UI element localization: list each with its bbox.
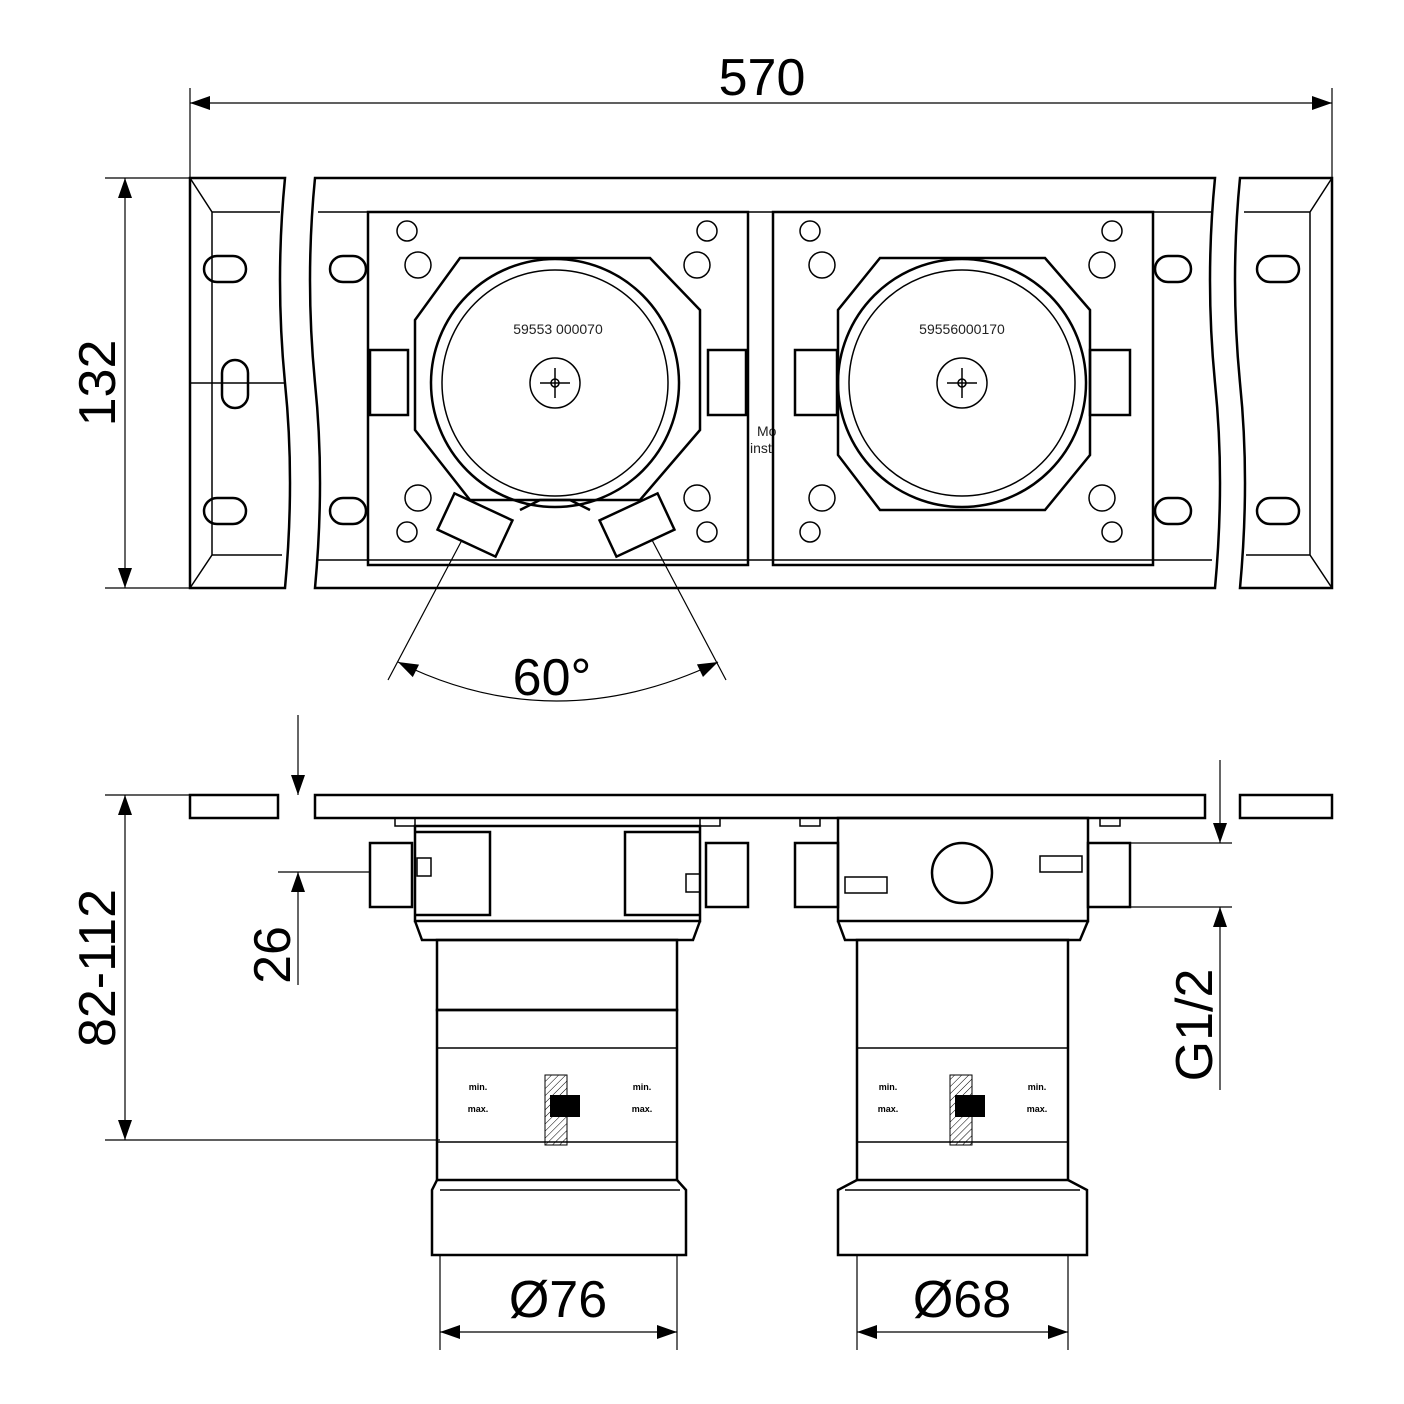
dimension-570-label: 570: [719, 49, 806, 107]
left-valve-unit-top: 59553 000070: [366, 210, 750, 567]
screw-icon: [936, 357, 988, 409]
min-label: min.: [469, 1082, 488, 1092]
mounting-rail-top: [188, 176, 1334, 590]
dimension-82-112: 82-112: [69, 794, 440, 1141]
dimension-g1-2-label: G1/2: [1166, 969, 1224, 1082]
dimension-diameter-76: Ø76: [439, 1255, 678, 1350]
screw-icon: [529, 357, 581, 409]
plate-side: [188, 793, 1334, 820]
note-line1: Mo: [757, 423, 777, 439]
max-label: max.: [1027, 1104, 1048, 1114]
dimension-26-label: 26: [244, 926, 302, 984]
dimension-26: 26: [244, 715, 370, 985]
max-label: max.: [468, 1104, 489, 1114]
min-label: min.: [879, 1082, 898, 1092]
max-label: max.: [632, 1104, 653, 1114]
dimension-76-label: Ø76: [509, 1271, 607, 1329]
dimension-132-label: 132: [69, 340, 127, 427]
dimension-132: 132: [69, 177, 190, 589]
right-part-number: 59556000170: [919, 321, 1005, 337]
dimension-g1-2: G1/2: [1130, 760, 1232, 1090]
right-valve-unit-side: min. max. min. max.: [793, 816, 1132, 1257]
dimension-diameter-68: Ø68: [856, 1255, 1069, 1350]
note-line2: inst: [750, 440, 772, 456]
left-valve-unit-side: min. max. min. max.: [368, 817, 750, 1257]
left-part-number: 59553 000070: [513, 321, 603, 337]
dimension-570: 570: [189, 49, 1333, 178]
dimension-68-label: Ø68: [913, 1271, 1011, 1329]
dimension-60-degree: 60°: [387, 539, 727, 707]
max-label: max.: [878, 1104, 899, 1114]
min-label: min.: [1028, 1082, 1047, 1092]
dimension-60-label: 60°: [513, 649, 592, 707]
min-label: min.: [633, 1082, 652, 1092]
right-valve-unit-top: 59556000170: [771, 210, 1155, 567]
dimension-82-112-label: 82-112: [69, 889, 127, 1047]
